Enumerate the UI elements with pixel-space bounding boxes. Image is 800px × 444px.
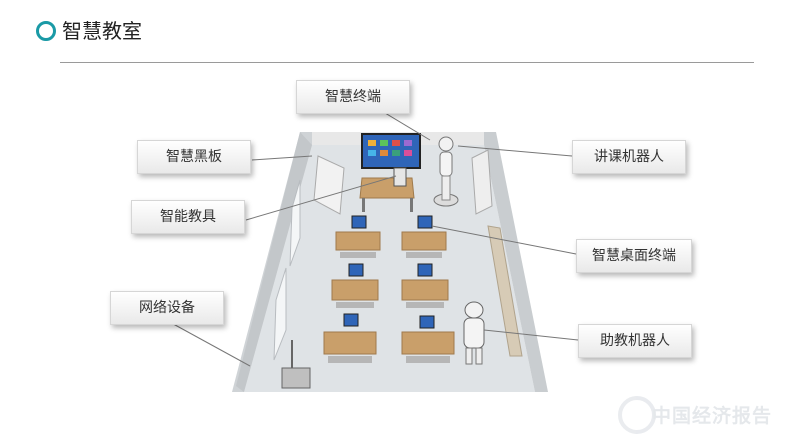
label-assistant-robot: 助教机器人	[578, 324, 692, 358]
left-window-2	[273, 267, 287, 361]
student-desk-6	[401, 315, 455, 363]
student-desk-5	[323, 313, 377, 363]
student-desk-3	[331, 263, 379, 308]
title-ring-icon	[36, 21, 56, 41]
label-smart-terminal: 智慧终端	[296, 80, 410, 114]
leader-smart-terminal	[379, 109, 431, 141]
right-door	[471, 149, 493, 215]
label-teaching-robot: 讲课机器人	[572, 140, 686, 174]
student-desk-4	[401, 263, 449, 308]
label-smart-blackboard: 智慧黑板	[137, 140, 251, 174]
teaching-aid-robot	[393, 167, 407, 187]
student-desk-1	[335, 215, 381, 258]
watermark-logo-icon	[618, 396, 656, 434]
leader-assistant-robot	[483, 329, 579, 341]
watermark: 中国经济报告	[616, 392, 786, 436]
label-smart-desktop-terminal: 智慧桌面终端	[576, 239, 692, 273]
right-shelf	[487, 225, 523, 357]
leader-network-device	[165, 319, 251, 367]
side-blackboard	[313, 155, 345, 215]
classroom-floor	[244, 145, 535, 392]
leader-smart-blackboard	[251, 155, 313, 161]
leader-teaching-robot	[457, 145, 573, 157]
left-window-1	[289, 179, 301, 267]
label-smart-teaching-aid: 智能教具	[131, 200, 245, 234]
page-title: 智慧教室	[62, 19, 142, 43]
student-desk-2	[401, 215, 447, 258]
leader-smart-desktop-terminal	[431, 225, 577, 255]
network-device-figure	[281, 340, 311, 389]
assistant-robot-figure	[463, 301, 485, 365]
right-wall	[484, 132, 548, 392]
label-network-device: 网络设备	[110, 291, 224, 325]
title-divider	[60, 62, 754, 63]
watermark-text: 中国经济报告	[652, 405, 773, 427]
leader-smart-teaching-aid	[245, 175, 397, 221]
teaching-robot-figure	[433, 136, 459, 207]
